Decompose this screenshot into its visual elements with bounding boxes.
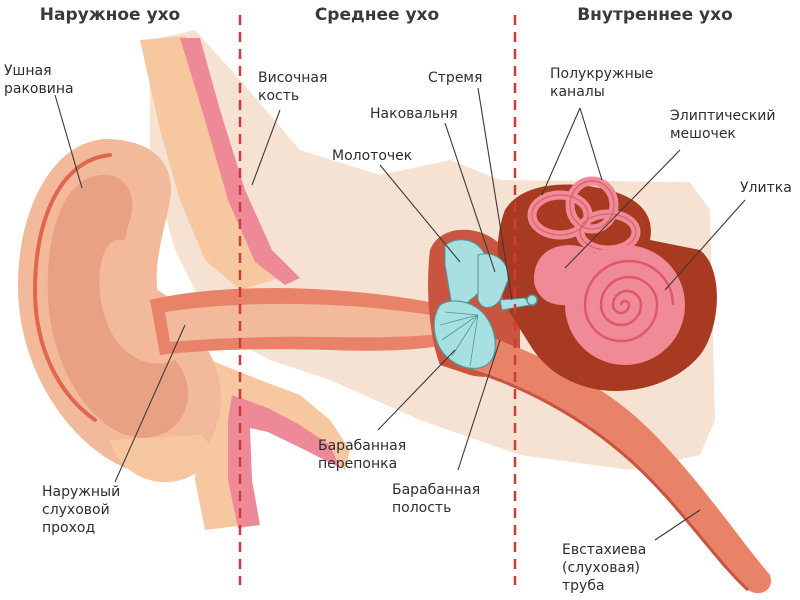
leader-utricle [564,149,681,269]
section-title-outer: Наружное ухо [40,5,180,25]
skull-wall-lower-pink [228,395,340,528]
ear-canal-lumen [165,303,440,342]
leader-stapes [477,87,513,301]
label-stapes: Стремя [428,70,482,86]
label-tympanic-cavity: Барабанная полость [392,482,485,516]
leader-lines [54,87,746,541]
section-title-inner: Внутреннее ухо [577,5,733,25]
helix-rim [32,153,112,422]
leader-incus [444,122,496,273]
leader-malleus [379,164,461,263]
label-eustachian-tube: Евстахиева (слуховая) труба [562,542,651,594]
label-semicircular-canals: Полукружные каналы [550,66,658,100]
leader-ear-canal [114,324,186,483]
label-malleus: Молоточек [332,148,412,164]
eustachian-tube [470,330,771,594]
leader-canals-1 [541,107,581,196]
cochlea-spiral [583,259,675,343]
eardrum-fibers [439,311,479,367]
label-cochlea: Улитка [740,180,792,196]
label-incus: Наковальня [370,106,458,122]
leader-pinna [54,94,83,189]
label-temporal-bone: Височная кость [258,70,332,104]
eardrum-shape [433,300,496,369]
leader-cochlea [664,199,746,291]
label-pinna: Ушная раковина [4,63,74,97]
earlobe [110,435,210,483]
skull-wall-upper [140,36,290,290]
label-ear-canal: Наружный слуховой проход [42,484,125,536]
leader-eustachian [654,509,701,541]
leader-tympanic-cavity [457,339,501,471]
leader-temporal-bone [251,109,281,186]
eustachian-tube-edge [469,368,750,592]
section-title-middle: Среднее ухо [315,5,439,25]
semicircular-canals-outline [531,180,637,251]
skull-wall-upper-pink [180,38,300,285]
label-utricle: Элиптический мешочек [670,108,780,142]
leader-canals-2 [579,107,603,181]
oval-window [526,294,538,306]
leader-eardrum [377,349,456,431]
cochlea-body [565,245,685,365]
label-eardrum: Барабанная перепонка [318,438,411,472]
